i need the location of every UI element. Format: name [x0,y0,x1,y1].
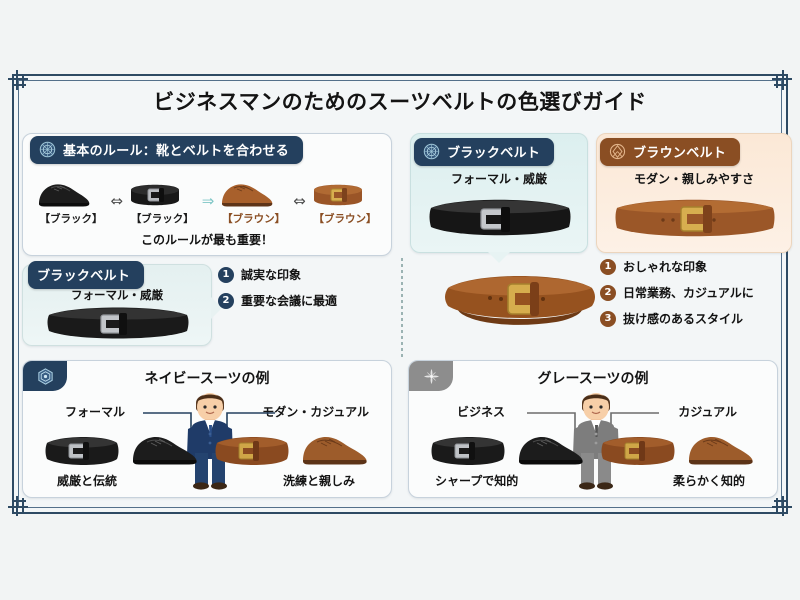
black-belt-summary-header: ブラックベルト [28,261,145,289]
brown-belt-icon [314,184,363,206]
list-item: 1 おしゃれな印象 [600,258,754,275]
list-text: 抜け感のあるスタイル [623,312,744,326]
navy-panel-badge [23,361,67,391]
brown-belt-feature-header: ブラウンベルト [600,138,741,166]
brown-belt-icon [615,199,775,237]
gray-left-label: ビジネス [457,405,506,419]
rule-item-brown-shoe: 【ブラウン】 [218,178,290,226]
black-dress-shoe-icon [519,436,583,465]
medallion-icon [423,143,440,160]
list-text: 重要な会議に最適 [241,294,338,308]
gray-right-label: カジュアル [678,405,737,419]
navy-left-items [43,429,203,469]
navy-right-caption: 洗練と親しみ [282,474,355,488]
medallion-icon [39,141,56,158]
list-item: 3 抜け感のあるスタイル [600,310,754,327]
gray-left-caption: シャープで知的 [435,474,519,488]
rule-item-brown-belt: 【ブラウン】 [309,178,381,226]
rule-separator-3: ⇔ [293,192,306,210]
rule-item-black-belt: 【ブラック】 [126,178,198,226]
black-belt-icon [431,437,505,465]
navy-right-items [213,429,373,469]
black-belt-feature-subtitle: フォーマル・威厳 [450,172,547,186]
black-belt-icon [47,307,189,339]
list-number: 2 [218,292,234,309]
list-item: 2 重要な会議に最適 [218,292,337,309]
basic-rule-header-label: 基本のルール：靴とベルトを合わせる [63,144,290,159]
gray-panel-badge [409,361,453,391]
list-text: 誠実な印象 [241,268,302,282]
brown-dress-shoe-icon [221,184,272,207]
gray-panel-title: グレースーツの例 [537,371,649,387]
rule-note: このルールが最も重要！ [140,233,273,247]
list-item: 2 日常業務、カジュアルに [600,284,754,301]
rule-separator-1: ⇔ [110,192,123,210]
black-belt-icon [429,199,571,236]
gray-left-items [429,429,589,469]
list-number: 2 [600,284,616,301]
list-number: 1 [600,258,616,275]
navy-left-label: フォーマル [65,405,126,419]
black-dress-shoe-icon [39,184,90,207]
basic-rule-card: 【ブラック】 ⇔ 【ブラック】 ⇒ [22,133,392,256]
basic-rule-header: 基本のルール：靴とベルトを合わせる [30,136,304,164]
gray-suit-panel: グレースーツの例 ビジネス カジュアル [408,360,778,498]
navy-panel-title: ネイビースーツの例 [144,371,270,387]
black-dress-shoe-icon [133,436,197,465]
black-belt-points-list: 1 誠実な印象 2 重要な会議に最適 [218,266,337,318]
rule-caption: 【ブラウン】 [222,213,286,225]
gray-suit-man-icon [569,393,623,490]
list-number: 1 [218,266,234,283]
gray-right-items [599,429,759,469]
black-belt-icon [45,437,119,465]
black-belt-icon [131,184,180,206]
compass-diamond-icon [609,143,626,160]
rule-caption: 【ブラウン】 [313,213,377,225]
list-text: おしゃれな印象 [623,260,708,274]
brown-belt-feature-subtitle: モダン・親しみやすさ [633,172,754,186]
page-title: ビジネスマンのためのスーツベルトの色選びガイド [153,90,647,114]
rule-caption: 【ブラック】 [39,213,103,225]
black-belt-feature-header: ブラックベルト [414,138,555,166]
brown-belt-icon [445,276,595,325]
list-number: 3 [600,310,616,327]
rule-caption: 【ブラック】 [130,213,194,225]
navy-right-label: モダン・カジュアル [262,405,369,419]
rule-sequence-row: 【ブラック】 ⇔ 【ブラック】 ⇒ [29,170,387,226]
quatrefoil-emblem-icon [423,368,439,384]
black-belt-summary-header-label: ブラックベルト [37,269,131,284]
navy-left-caption: 威厳と伝統 [57,474,118,488]
brown-dress-shoe-icon [303,436,367,465]
list-text: 日常業務、カジュアルに [623,286,754,300]
brown-belt-feature-header-label: ブラウンベルト [633,146,727,161]
black-belt-feature-header-label: ブラックベルト [447,146,541,161]
navy-suit-panel: ネイビースーツの例 フォーマル モダン・カジュアル [22,360,392,498]
hexagon-emblem-icon [37,367,53,385]
brown-belt-icon [601,437,675,465]
brown-belt-points-list: 1 おしゃれな印象 2 日常業務、カジュアルに 3 抜け感のあるスタイル [600,258,754,336]
brown-dress-shoe-icon [689,436,753,465]
rule-item-black-shoe: 【ブラック】 [35,178,107,226]
gray-right-caption: 柔らかく知的 [672,474,745,488]
brown-belt-icon [215,437,289,465]
list-item: 1 誠実な印象 [218,266,337,283]
column-divider [401,258,403,360]
rule-separator-2: ⇒ [201,192,215,210]
black-belt-summary-subtitle: フォーマル・威厳 [71,288,163,302]
